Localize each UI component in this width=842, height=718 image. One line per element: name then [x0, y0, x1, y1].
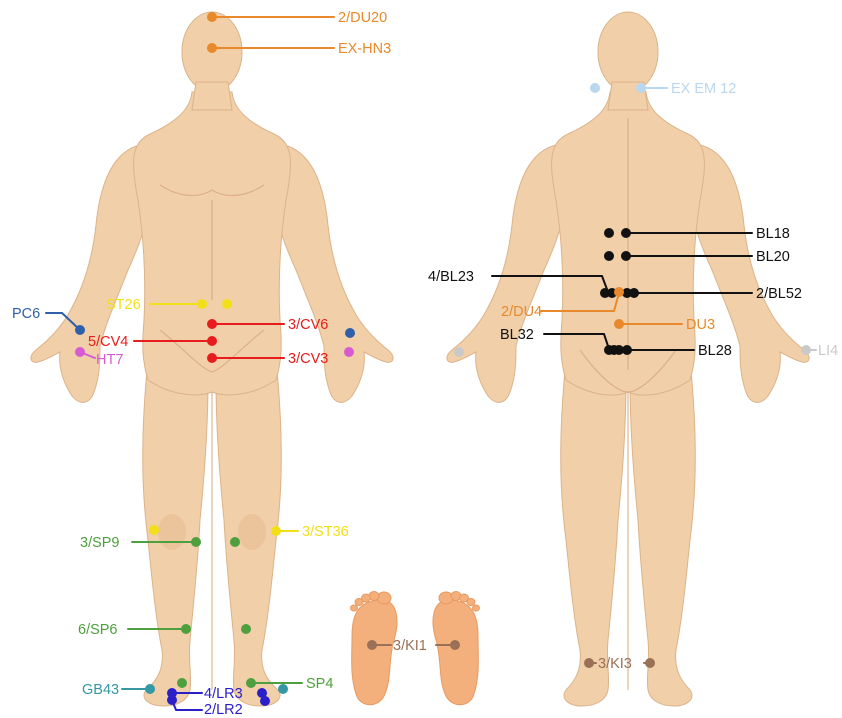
front-knee-left [158, 514, 186, 550]
du3-label: DU3 [686, 317, 715, 333]
ki1-marker-left [367, 640, 377, 650]
ex-hn3-marker [207, 43, 217, 53]
lr2-label: 2/LR2 [204, 702, 243, 718]
bl23-label: 4/BL23 [428, 269, 474, 285]
du4-label: 2/DU4 [501, 304, 542, 320]
cv3-label: 3/CV3 [288, 351, 328, 367]
ki1-marker-right [450, 640, 460, 650]
ht7-marker [75, 347, 85, 357]
back-right-leg [630, 360, 695, 706]
back-view-figure [447, 12, 809, 706]
st36-label: 3/ST36 [302, 524, 349, 540]
st26-marker-right [222, 299, 232, 309]
ex-hn3-label: EX-HN3 [338, 41, 391, 57]
st26-marker-left [197, 299, 207, 309]
du20-marker [207, 12, 217, 22]
du3-marker [614, 319, 624, 329]
pc6-label: PC6 [12, 306, 40, 322]
ki3-marker-right [645, 658, 655, 668]
li4-marker-left [454, 347, 464, 357]
ex-em12-label: EX EM 12 [671, 81, 736, 97]
ht7-marker-right [344, 347, 354, 357]
bl18-marker-left [604, 228, 614, 238]
li4-label: LI4 [818, 343, 838, 359]
bl32-label: BL32 [500, 327, 534, 343]
front-left-arm [31, 145, 152, 402]
st26-label: ST26 [106, 297, 141, 313]
ki1-label: 3/KI1 [393, 638, 427, 654]
sp6-label: 6/SP6 [78, 622, 118, 638]
bl28-marker-right [622, 345, 632, 355]
bl20-marker-left [604, 251, 614, 261]
acupoint-du20: 2/DU20 [207, 10, 387, 26]
ex-em12-marker-right [636, 83, 646, 93]
bl28-marker-left [609, 345, 619, 355]
right-sole [433, 600, 478, 705]
li4-marker-right [801, 345, 811, 355]
bl20-label: BL20 [756, 249, 790, 265]
st36-marker-left [149, 525, 159, 535]
sp4-marker-right [246, 678, 256, 688]
gb43-marker-left [145, 684, 155, 694]
du20-label: 2/DU20 [338, 10, 387, 26]
cv4-label: 5/CV4 [88, 334, 128, 350]
bl18-marker-right [621, 228, 631, 238]
sp9-marker-right [230, 537, 240, 547]
back-head [598, 12, 658, 92]
pc6-marker [75, 325, 85, 335]
st36-marker-right [271, 526, 281, 536]
pc6-marker-right [345, 328, 355, 338]
cv3-marker [207, 353, 217, 363]
lr2-marker-left [167, 695, 177, 705]
sp4-marker-left [177, 678, 187, 688]
ht7-label: HT7 [96, 352, 123, 368]
gb43-label: GB43 [82, 682, 119, 698]
lr2-marker-right [260, 696, 270, 706]
ki3-marker-left [584, 658, 594, 668]
sp9-marker-left [191, 537, 201, 547]
cv6-marker [207, 319, 217, 329]
du4-marker [614, 287, 624, 297]
sp6-marker-right [241, 624, 251, 634]
ki3-label: 3/KI3 [598, 656, 632, 672]
lr3-label: 4/LR3 [204, 686, 243, 702]
left-sole [352, 600, 397, 705]
bl52-marker-right [629, 288, 639, 298]
sp6-marker-left [181, 624, 191, 634]
front-neck [192, 82, 232, 110]
gb43-marker-right [278, 684, 288, 694]
bl52-label: 2/BL52 [756, 286, 802, 302]
front-knee-right [238, 514, 266, 550]
sp4-label: SP4 [306, 676, 333, 692]
ex-em12-marker-left [590, 83, 600, 93]
back-right-arm [688, 145, 809, 402]
cv6-label: 3/CV6 [288, 317, 328, 333]
cv4-marker [207, 336, 217, 346]
bl28-label: BL28 [698, 343, 732, 359]
bl20-marker-right [621, 251, 631, 261]
sp9-label: 3/SP9 [80, 535, 120, 551]
bl18-label: BL18 [756, 226, 790, 242]
back-left-leg [561, 360, 626, 706]
